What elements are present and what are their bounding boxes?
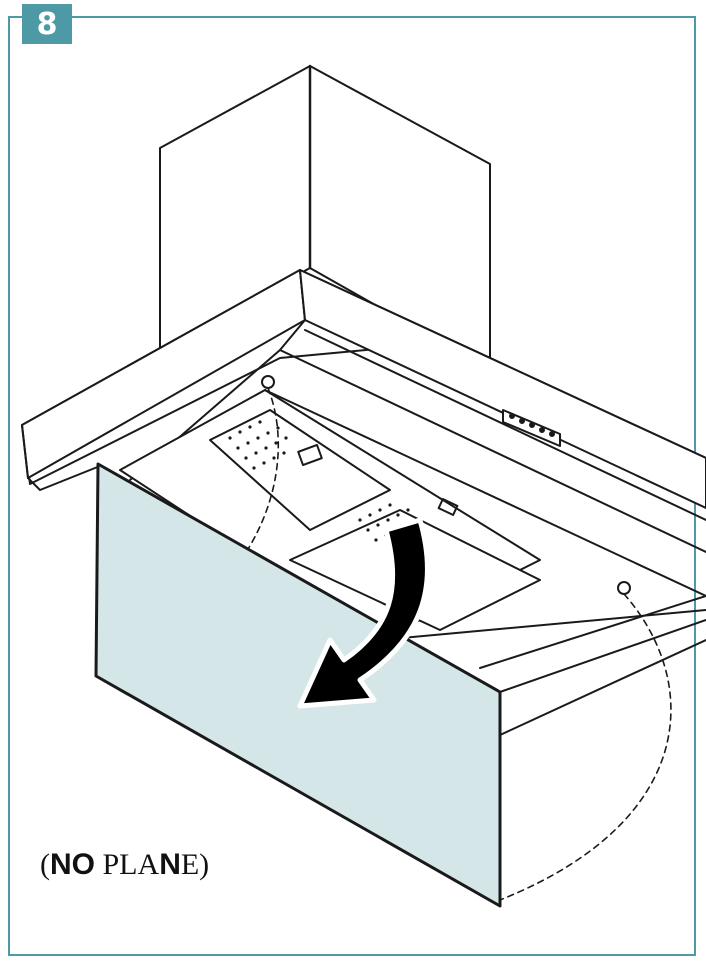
caption-rest: PLA	[95, 848, 160, 881]
caption-bold-n: N	[159, 848, 181, 881]
step-number-badge: 8	[22, 4, 72, 44]
hood-canopy	[21, 269, 706, 553]
chimney	[159, 64, 491, 371]
caption-tail: E)	[180, 848, 210, 881]
glass-panel	[94, 462, 502, 908]
curved-arrow-down-left-icon	[297, 517, 430, 709]
caption-no-plane: (NO PLANE)	[40, 848, 209, 882]
step-number: 8	[36, 6, 58, 42]
caption-open-paren: (	[40, 848, 50, 881]
control-panel	[502, 409, 561, 447]
hood-lower-edge	[479, 595, 706, 736]
caption-bold-no: NO	[50, 848, 95, 881]
